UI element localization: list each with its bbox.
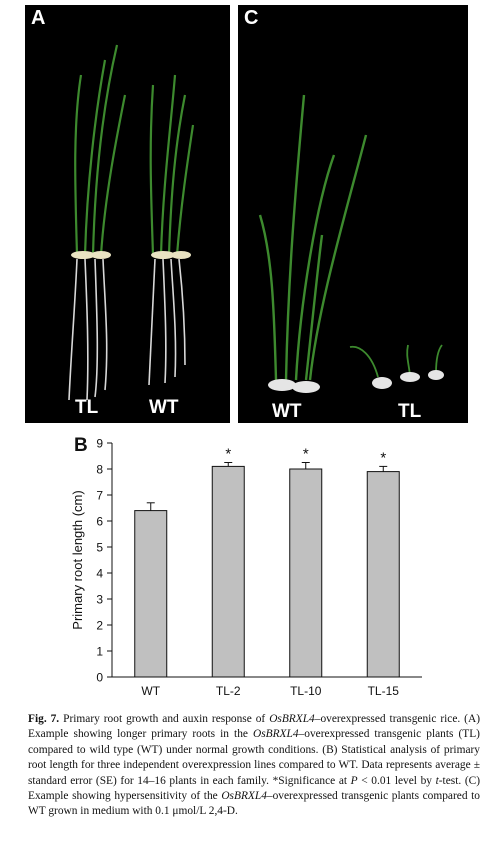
y-tick-label: 0 bbox=[96, 671, 103, 685]
wt-label: WT bbox=[272, 401, 302, 422]
x-tick-label: WT bbox=[141, 684, 160, 698]
figure-label: Fig. 7. bbox=[28, 713, 60, 725]
y-tick-label: 6 bbox=[96, 515, 103, 529]
caption-text: –overexpressed transgenic rice. (A) Exam… bbox=[28, 713, 480, 741]
bar bbox=[134, 510, 168, 678]
y-tick-label: 2 bbox=[96, 619, 103, 633]
panel-b-letter: B bbox=[74, 435, 88, 456]
t-variable: t bbox=[435, 774, 439, 787]
bar bbox=[289, 468, 323, 678]
y-tick-label: 4 bbox=[96, 567, 103, 581]
y-tick-label: 5 bbox=[96, 541, 103, 555]
panel-c-photo: C WT TL bbox=[238, 5, 468, 423]
x-tick-label: TL-10 bbox=[290, 684, 322, 698]
y-tick-label: 1 bbox=[96, 645, 103, 659]
caption-text: -test. (C) Example showing hypersensitiv… bbox=[28, 774, 481, 803]
rice-seedlings-image-a bbox=[68, 44, 195, 401]
gene-name: OsBRXL4 bbox=[221, 790, 267, 803]
caption-text: < 0.01 level by bbox=[357, 774, 436, 787]
caption-text: Primary root growth and auxin response o… bbox=[59, 713, 270, 725]
tl-label: TL bbox=[398, 401, 422, 422]
x-tick-label: TL-15 bbox=[368, 684, 400, 698]
tl-label: TL bbox=[75, 397, 99, 418]
significance-marker: * bbox=[303, 446, 309, 463]
significance-marker: * bbox=[225, 446, 231, 463]
p-variable: P bbox=[350, 774, 358, 787]
root-length-bar-chart: B Primary root length (cm) 0 1 2 3 4 5 6 7 8 9 WT… bbox=[70, 435, 422, 698]
panel-a-photo: A TL WT bbox=[25, 5, 230, 423]
y-axis-label: Primary root length (cm) bbox=[70, 490, 85, 629]
y-tick-label: 3 bbox=[96, 593, 103, 607]
y-tick-label: 9 bbox=[96, 437, 103, 451]
caption-text: –overexpressed transgenic plants compare… bbox=[28, 790, 480, 818]
caption-text: –overexpressed transgenic plants (TL) co… bbox=[28, 728, 480, 787]
significance-marker: * bbox=[380, 449, 386, 466]
gene-name: OsBRXL4 bbox=[269, 713, 315, 725]
wt-label: WT bbox=[149, 397, 179, 418]
y-tick-label: 7 bbox=[96, 489, 103, 503]
y-tick-label: 8 bbox=[96, 463, 103, 477]
gene-name: OsBRXL4 bbox=[252, 728, 299, 741]
bar bbox=[211, 465, 245, 678]
x-tick-label: TL-2 bbox=[216, 684, 241, 698]
figure-caption: Fig. 7. Primary root growth and auxin re… bbox=[28, 712, 480, 820]
panel-c-letter: C bbox=[244, 7, 259, 29]
rice-seedlings-image-c bbox=[258, 94, 444, 393]
panel-a-letter: A bbox=[31, 7, 46, 29]
bar bbox=[366, 471, 400, 678]
